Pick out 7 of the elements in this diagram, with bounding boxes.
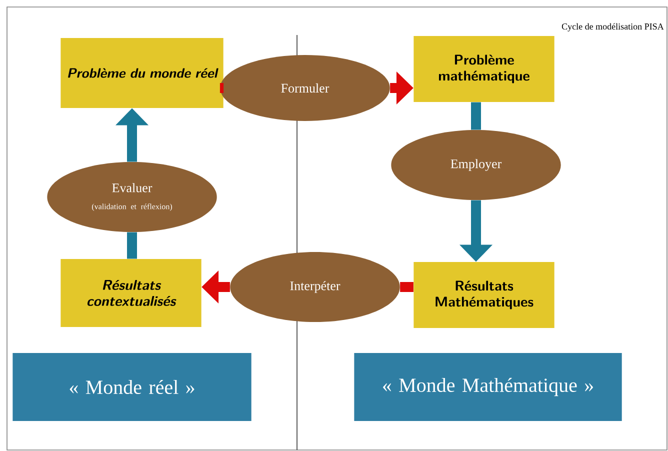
text-box: Problème mathématique bbox=[414, 36, 554, 102]
world-banner: « Monde réel » bbox=[12, 353, 252, 421]
title-label: Cycle de modélisation PISA bbox=[562, 23, 664, 32]
text-box: Résultats Mathématiques bbox=[414, 262, 554, 328]
text-box: Résultats contextualisés bbox=[60, 259, 202, 327]
world-banner: « Monde Mathématique » bbox=[354, 353, 622, 421]
text-box: Problème du monde réel bbox=[60, 38, 224, 108]
